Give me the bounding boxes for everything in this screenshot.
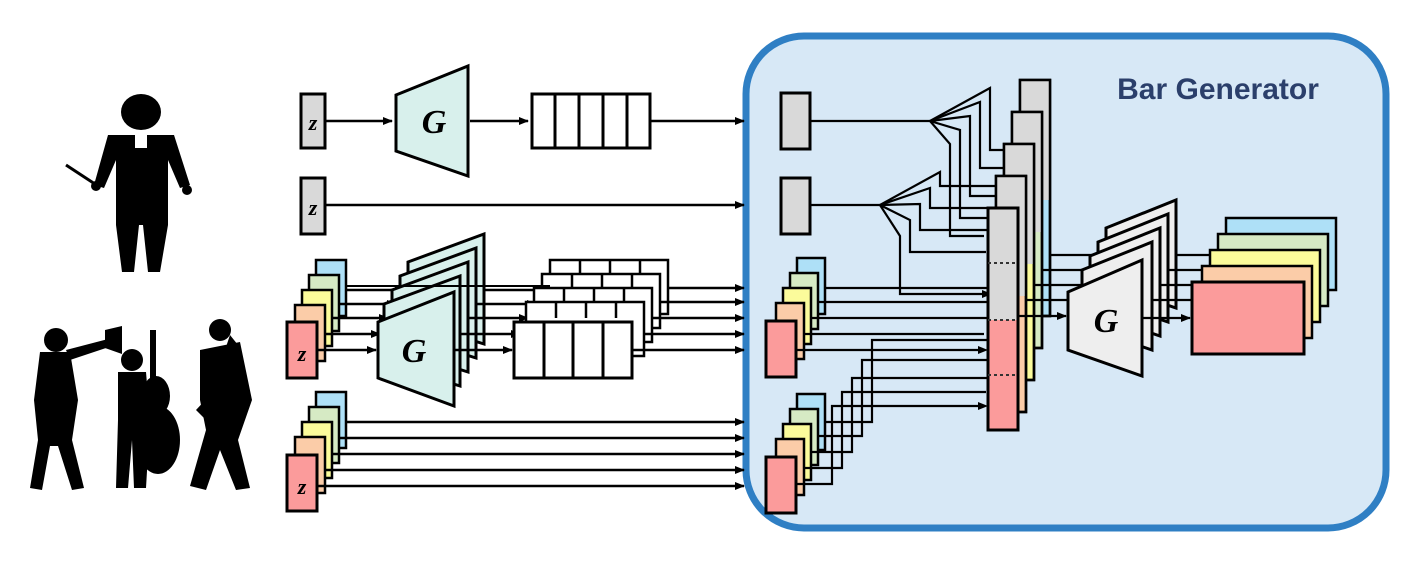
track-temporal-row: z G [285,231,745,409]
track-private-noise-stack: z [285,390,348,513]
generator-label: G [422,104,447,141]
panel-wiring [796,86,1016,486]
track-noise-stack: z [285,258,348,380]
input-vector-shared [779,176,812,236]
bar-generator-title: Bar Generator [1117,73,1319,106]
temporal-generator [394,63,470,179]
generator-label: G [1094,303,1119,340]
track-temporal-generator-stack: G [376,231,486,409]
noise-vector-shared-temporal [299,92,327,150]
generated-bars-stack [1190,216,1338,356]
concatenated-latent-stack [986,78,1052,432]
conductor-shared-row: z [299,176,745,236]
noise-label: z [308,110,318,135]
conductor-temporal-row: z G [299,63,745,179]
bar-generator-stack: G [1066,197,1178,379]
track-private-row: z [285,390,745,513]
input-vector-temporal [779,91,812,151]
temporal-sequence [530,92,652,150]
conductor-icon [65,94,192,272]
generator-label: G [402,333,427,370]
noise-label: z [297,341,307,366]
track-temporal-sequences [512,258,670,380]
noise-label: z [308,195,318,220]
noise-label: z [297,474,307,499]
jazz-band-icon [30,319,252,490]
